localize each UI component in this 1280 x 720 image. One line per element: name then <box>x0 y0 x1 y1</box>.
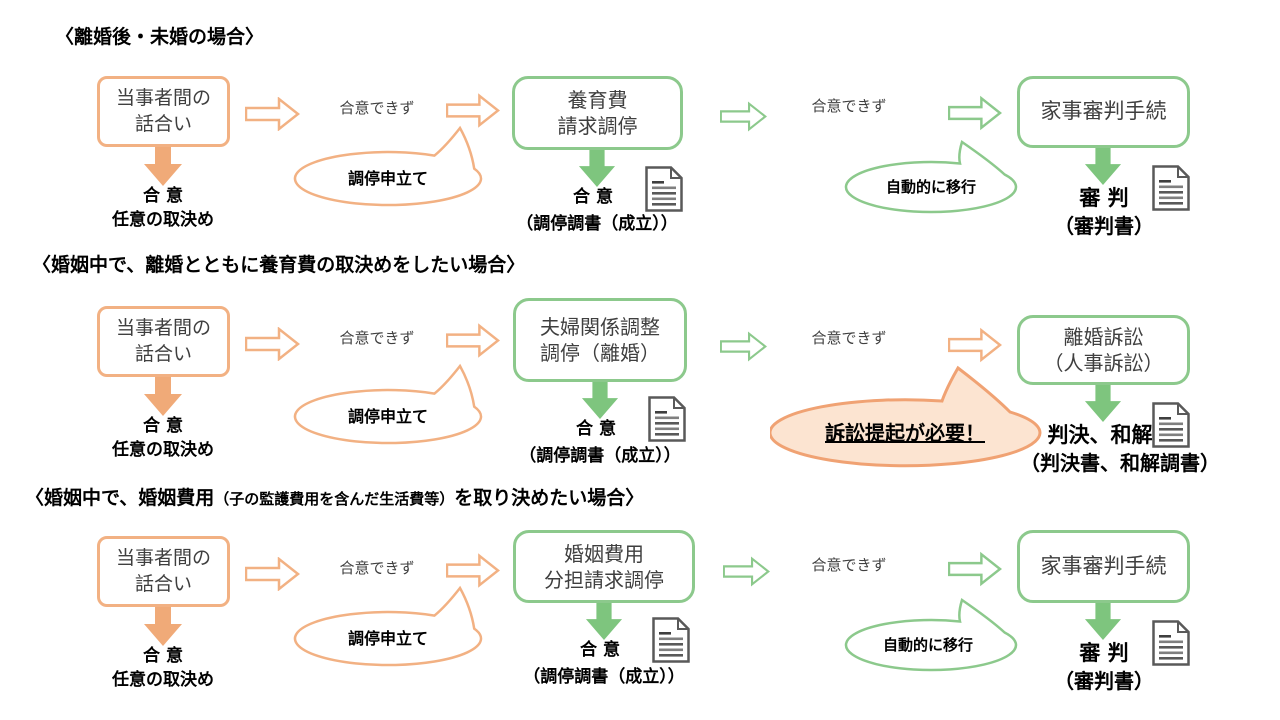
mediation-agree-down-arrow-icon <box>585 603 623 641</box>
no-agreement-arrow-icon <box>245 97 300 131</box>
box-line: 夫婦関係調整 <box>540 315 660 339</box>
box-line: 家事審判手続 <box>1040 99 1167 124</box>
transition-bubble-label: 自動的に移行 <box>885 178 977 196</box>
judgment-down-arrow-icon <box>1084 385 1122 423</box>
no-agreement-arrow-icon <box>245 327 300 361</box>
box-line: 当事者間の <box>115 547 211 570</box>
judgment-label: 審 判 <box>1079 186 1129 210</box>
transition-bubble-icon <box>844 140 1018 214</box>
agree-label: 合 意 <box>143 416 183 436</box>
box-line: 養育費 <box>567 88 628 112</box>
to-judgment-arrow-icon <box>948 553 1002 585</box>
box-line: 話合い <box>134 112 192 135</box>
judgment-label: 判決、和解 <box>1047 423 1153 447</box>
petition-bubble-icon <box>293 363 483 445</box>
no-agreement-arrow-icon <box>245 557 300 591</box>
no-agreement-arrow-icon <box>720 332 767 361</box>
mediation-agree-down-arrow-icon <box>578 150 616 188</box>
box-line: 当事者間の <box>115 87 211 110</box>
mediation-agree-down-arrow-icon <box>581 382 619 420</box>
judgment-down-arrow-icon <box>1084 148 1122 186</box>
to-mediation-arrow-icon <box>446 324 500 357</box>
section-title-1: 〈離婚後・未婚の場合〉 <box>55 22 264 49</box>
judgment-doc-label: （審判書） <box>1054 214 1154 238</box>
no-agreement-label: 合意できず <box>339 99 415 117</box>
petition-bubble-icon <box>293 125 483 207</box>
document-icon <box>1152 620 1190 666</box>
voluntary-agreement-label: 任意の取決め <box>112 210 214 230</box>
no-agreement-label: 合意できず <box>339 559 415 577</box>
petition-bubble-icon <box>293 585 483 667</box>
petition-bubble-label: 調停申立て <box>347 407 429 426</box>
document-icon <box>648 396 686 442</box>
mediation-agree-label: 合 意 <box>573 187 613 207</box>
agree-label: 合 意 <box>143 646 183 666</box>
transition-bubble-label: 自動的に移行 <box>882 636 974 654</box>
judgment-doc-label: （審判書） <box>1054 669 1154 693</box>
box-line: 離婚訴訟 <box>1063 325 1144 349</box>
judgment-label: 審 判 <box>1079 641 1129 665</box>
voluntary-agreement-label: 任意の取決め <box>112 440 214 460</box>
to-lawsuit-arrow-icon <box>948 329 1002 361</box>
mediation-agree-label: 合 意 <box>576 419 616 439</box>
box-line: 話合い <box>134 342 192 365</box>
document-icon <box>652 617 690 663</box>
judgment-box: 家事審判手続 <box>1017 76 1190 148</box>
discussion-box: 当事者間の 話合い <box>97 76 230 147</box>
judgment-doc-label: （判決書、和解調書） <box>1020 451 1220 475</box>
mediation-agree-label: 合 意 <box>580 640 620 660</box>
mediation-record-label: （調停調書（成立）） <box>519 446 681 466</box>
no-agreement-label: 合意できず <box>811 556 887 574</box>
discussion-box: 当事者間の 話合い <box>97 536 230 607</box>
title-text: を取り決めたい場合〉 <box>454 487 645 509</box>
box-line: 婚姻費用 <box>564 541 644 566</box>
to-judgment-arrow-icon <box>948 97 1002 129</box>
section-title-3: 〈婚姻中で、婚姻費用（子の監護費用を含んだ生活費等）を取り決めたい場合〉 <box>25 483 644 510</box>
title-text: 〈婚姻中で、婚姻費用 <box>25 487 215 509</box>
box-line: 分担請求調停 <box>544 567 664 592</box>
petition-bubble-label: 調停申立て <box>347 629 429 648</box>
mediation-box: 夫婦関係調整 調停（離婚） <box>513 298 687 382</box>
box-line: 請求調停 <box>557 114 638 138</box>
no-agreement-label: 合意できず <box>811 97 887 115</box>
lawsuit-bubble-icon <box>770 365 1042 468</box>
no-agreement-arrow-icon <box>720 102 767 131</box>
box-line: 家事審判手続 <box>1040 553 1167 578</box>
voluntary-agreement-label: 任意の取決め <box>112 670 214 690</box>
title-text-small: （子の監護費用を含んだ生活費等） <box>214 490 455 508</box>
document-icon <box>1152 402 1190 448</box>
mediation-box: 養育費 請求調停 <box>512 76 683 150</box>
agree-label: 合 意 <box>143 186 183 206</box>
judgment-down-arrow-icon <box>1084 603 1122 641</box>
document-icon <box>645 166 683 212</box>
mediation-box: 婚姻費用 分担請求調停 <box>513 530 695 603</box>
box-line: （人事訴訟） <box>1043 351 1164 375</box>
box-line: 話合い <box>134 572 192 595</box>
box-line: 調停（離婚） <box>540 341 660 365</box>
no-agreement-arrow-icon <box>723 557 770 586</box>
section-title-2: 〈婚姻中で、離婚とともに養育費の取決めをしたい場合〉 <box>32 250 525 277</box>
title-text: 〈婚姻中で、離婚とともに養育費の取決めをしたい場合〉 <box>32 254 526 276</box>
no-agreement-label: 合意できず <box>339 329 415 347</box>
agreement-down-arrow-icon <box>144 607 182 646</box>
lawsuit-bubble-label: 訴訟提起が必要！ <box>825 421 985 445</box>
judgment-box: 家事審判手続 <box>1017 530 1190 603</box>
mediation-record-label: （調停調書（成立）） <box>523 667 685 687</box>
mediation-record-label: （調停調書（成立）） <box>516 214 678 234</box>
no-agreement-label: 合意できず <box>811 329 887 347</box>
discussion-box: 当事者間の 話合い <box>97 306 230 377</box>
agreement-down-arrow-icon <box>144 147 182 186</box>
transition-bubble-icon <box>844 598 1018 672</box>
box-line: 当事者間の <box>115 317 211 340</box>
agreement-down-arrow-icon <box>144 377 182 416</box>
lawsuit-box: 離婚訴訟 （人事訴訟） <box>1017 315 1190 385</box>
title-text: 〈離婚後・未婚の場合〉 <box>55 26 265 48</box>
document-icon <box>1152 165 1190 211</box>
petition-bubble-label: 調停申立て <box>347 169 429 188</box>
